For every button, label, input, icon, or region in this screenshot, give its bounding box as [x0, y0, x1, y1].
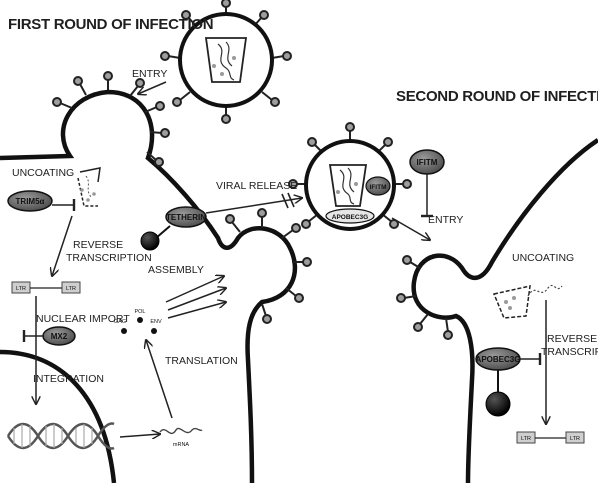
gag-label: GAG	[114, 319, 126, 325]
label-reverse-2a: REVERSE	[547, 333, 597, 345]
assembly-bud-spikes	[226, 209, 311, 323]
label-translation: TRANSLATION	[165, 355, 238, 367]
mx2-factor: MX2	[43, 327, 75, 345]
ltr-dna-right: LTR LTR	[517, 432, 584, 443]
ltr-left-a: LTR	[16, 286, 26, 292]
ifitm-virion-factor: IFITM	[366, 177, 390, 195]
label-reverse-1b: TRANSCRIPTION	[66, 252, 152, 264]
apobec3g-virion-factor: APOBEC3G	[326, 209, 374, 223]
ltr-right-a: LTR	[521, 436, 531, 442]
title-second-round: SECOND ROUND OF INFECTION	[396, 88, 598, 105]
label-viral-release: VIRAL RELEASE	[216, 180, 297, 192]
label-uncoating-1: UNCOATING	[12, 167, 74, 179]
label-entry-1: ENTRY	[132, 68, 167, 80]
label-uncoating-2: UNCOATING	[512, 252, 574, 264]
tetherin-label: TETHERIN	[166, 213, 206, 222]
tetherin-factor: TETHERIN	[141, 207, 206, 250]
env-label: ENV	[150, 319, 162, 325]
uncoating-capsid-1	[78, 168, 100, 206]
ifitm-membrane-label: IFITM	[417, 158, 438, 167]
ltr-left-b: LTR	[66, 286, 76, 292]
title-first-round: FIRST ROUND OF INFECTION	[8, 16, 213, 33]
trim5a-factor: TRIM5α	[8, 191, 52, 211]
label-integration: INTEGRATION	[33, 373, 104, 385]
apobec3g-virion-label: APOBEC3G	[332, 214, 368, 221]
ifitm-membrane-factor: IFITM	[410, 150, 444, 174]
label-entry-2: ENTRY	[428, 214, 463, 226]
mx2-label: MX2	[51, 332, 68, 341]
mrna-label: mRNA	[173, 442, 190, 448]
trim5a-label: TRIM5α	[16, 197, 45, 206]
mrna-strand: mRNA	[160, 428, 202, 448]
ltr-right-b: LTR	[570, 436, 580, 442]
label-reverse-1a: REVERSE	[73, 239, 123, 251]
apobec3g-cell-label: APOBEC3G	[476, 355, 521, 364]
nucleus-membrane	[0, 352, 114, 483]
host-dna-helix	[8, 424, 114, 449]
label-reverse-2b: TRANSCRIPTION	[541, 346, 598, 358]
pol-label: POL	[134, 309, 145, 315]
label-assembly: ASSEMBLY	[148, 264, 204, 276]
entry-bud-2-spikes	[397, 256, 452, 339]
ltr-dna-left: LTR LTR	[12, 282, 80, 293]
uncoating-capsid-2	[494, 285, 562, 318]
ifitm-virion-label: IFITM	[370, 184, 387, 191]
apobec3g-cell-factor: APOBEC3G	[476, 348, 521, 416]
